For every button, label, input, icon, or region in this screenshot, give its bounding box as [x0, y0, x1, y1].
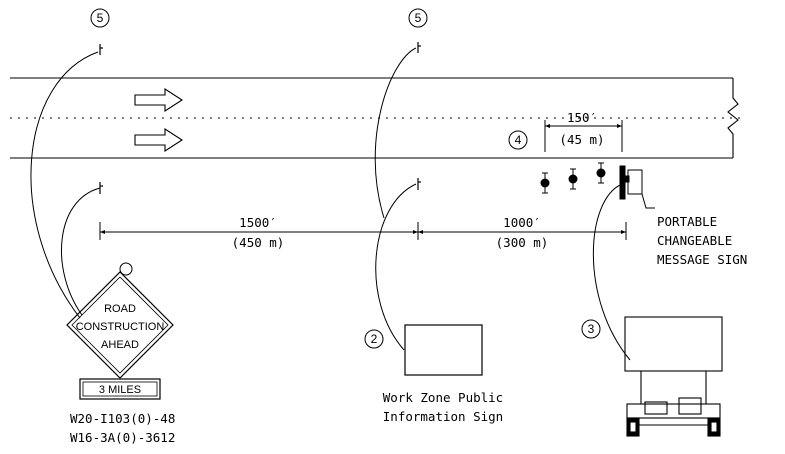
callout-4-number: 4 — [515, 133, 522, 147]
pcms-trailer-elevation — [624, 316, 723, 437]
leader-arc-top-left-sign — [30, 51, 99, 319]
road-construction-ahead-sign: ROAD CONSTRUCTION AHEAD — [66, 262, 174, 379]
callout-5-middle: 5 — [408, 8, 428, 28]
pcms-label-line3: MESSAGE SIGN — [657, 252, 747, 267]
dimension-150-ft: 150′ — [567, 110, 597, 125]
dimension-1500-m: (450 m) — [232, 235, 285, 250]
pcms-label-line2: CHANGEABLE — [657, 233, 732, 248]
traffic-direction-arrow-bottom — [134, 127, 184, 153]
road-break-line — [727, 78, 739, 158]
sign-code-w20: W20-I103(0)-48 — [70, 411, 175, 426]
dimension-150-m: (45 m) — [559, 132, 604, 147]
sign-post-bottom-middle — [417, 178, 421, 190]
callout-4: 4 — [508, 130, 528, 150]
work-zone-label-line1: Work Zone Public — [383, 390, 503, 405]
callout-3-number: 3 — [588, 322, 595, 336]
sign-post-bottom-left — [99, 182, 103, 194]
sign-post-top-middle — [417, 42, 421, 53]
plaque-text: 3 MILES — [99, 384, 141, 396]
sign-code-w16: W16-3A(0)-3612 — [70, 430, 175, 445]
leader-arc-bottom-left-sign — [60, 187, 101, 316]
roadway — [10, 77, 740, 159]
pcms-label-line1: PORTABLE — [657, 214, 717, 229]
sign-post-top-left — [99, 44, 103, 55]
channelizing-device-1 — [540, 172, 550, 194]
leader-arc-top-middle-sign — [374, 47, 417, 219]
callout-2-number: 2 — [371, 332, 378, 346]
dimension-1000-m: (300 m) — [496, 235, 549, 250]
leader-arc-pcms — [592, 183, 631, 361]
traffic-direction-arrow-top — [134, 87, 184, 113]
work-zone-info-sign-panel — [404, 324, 483, 376]
dimension-1500-ft: 1500′ — [239, 215, 277, 230]
channelizing-device-3 — [596, 162, 606, 184]
road-sign-line2: CONSTRUCTION — [76, 321, 165, 333]
callout-5-left: 5 — [90, 8, 110, 28]
road-sign-line1: ROAD — [104, 303, 136, 315]
three-miles-plaque: 3 MILES — [79, 378, 161, 400]
callout-5-middle-number: 5 — [415, 11, 422, 25]
callout-3: 3 — [581, 319, 601, 339]
channelizing-device-2 — [568, 168, 578, 190]
road-sign-line3: AHEAD — [101, 339, 139, 351]
pcms-plan-view — [619, 165, 655, 209]
dimension-1000-ft: 1000′ — [503, 215, 541, 230]
callout-5-left-number: 5 — [97, 11, 104, 25]
callout-2: 2 — [364, 329, 384, 349]
leader-arc-work-zone-sign — [375, 183, 417, 351]
work-zone-label-line2: Information Sign — [383, 409, 503, 424]
